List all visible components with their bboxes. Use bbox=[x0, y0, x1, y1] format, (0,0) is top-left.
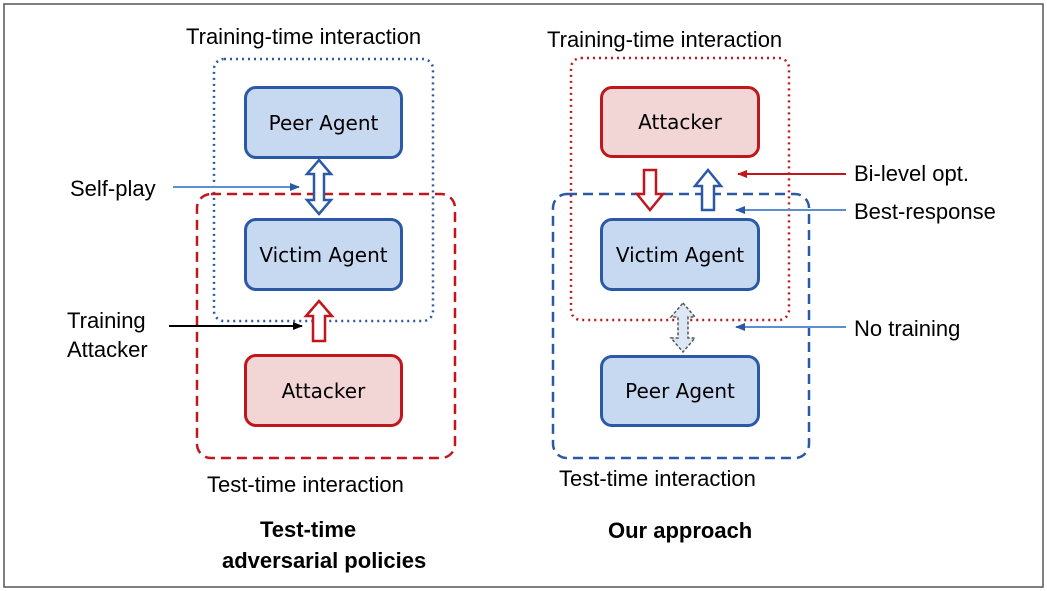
right-title: Our approach bbox=[608, 518, 753, 543]
right-victim-up-arrow bbox=[692, 168, 724, 212]
left-peer-agent-label: Peer Agent bbox=[268, 110, 379, 135]
left-title-line1: Test-time bbox=[260, 517, 357, 542]
right-attacker-box: Attacker bbox=[600, 86, 760, 158]
right-victim-agent-box: Victim Agent bbox=[600, 218, 760, 291]
left-title-line2: adversarial policies bbox=[222, 548, 427, 573]
left-attacker-label: Attacker bbox=[281, 378, 366, 403]
left-test-region bbox=[195, 192, 457, 460]
right-training-caption: Training-time interaction bbox=[547, 27, 783, 52]
left-attacker-up-arrow bbox=[303, 299, 335, 343]
right-test-caption: Test-time interaction bbox=[559, 466, 756, 491]
left-victim-agent-label: Victim Agent bbox=[259, 242, 388, 267]
left-attacker-box: Attacker bbox=[244, 354, 403, 427]
training-attacker-label-line1: Training bbox=[67, 308, 146, 333]
left-training-caption: Training-time interaction bbox=[186, 24, 422, 49]
right-attacker-down-arrow bbox=[634, 168, 666, 212]
right-peer-agent-box: Peer Agent bbox=[600, 355, 760, 427]
right-no-training-double-arrow bbox=[669, 301, 697, 354]
training-attacker-label-line2: Attacker bbox=[67, 337, 148, 362]
bilevel-label: Bi-level opt. bbox=[854, 161, 969, 186]
best-response-label: Best-response bbox=[854, 199, 996, 224]
right-attacker-label: Attacker bbox=[638, 110, 722, 134]
right-peer-agent-label: Peer Agent bbox=[625, 379, 735, 403]
outer-frame bbox=[3, 3, 1044, 588]
left-victim-agent-box: Victim Agent bbox=[244, 218, 403, 291]
left-selfplay-double-arrow bbox=[304, 158, 334, 216]
self-play-label: Self-play bbox=[70, 176, 156, 201]
right-victim-agent-label: Victim Agent bbox=[615, 242, 745, 267]
right-test-region bbox=[551, 192, 811, 460]
no-training-label: No training bbox=[854, 316, 961, 341]
left-peer-agent-box: Peer Agent bbox=[244, 86, 403, 159]
left-test-caption: Test-time interaction bbox=[207, 472, 404, 497]
